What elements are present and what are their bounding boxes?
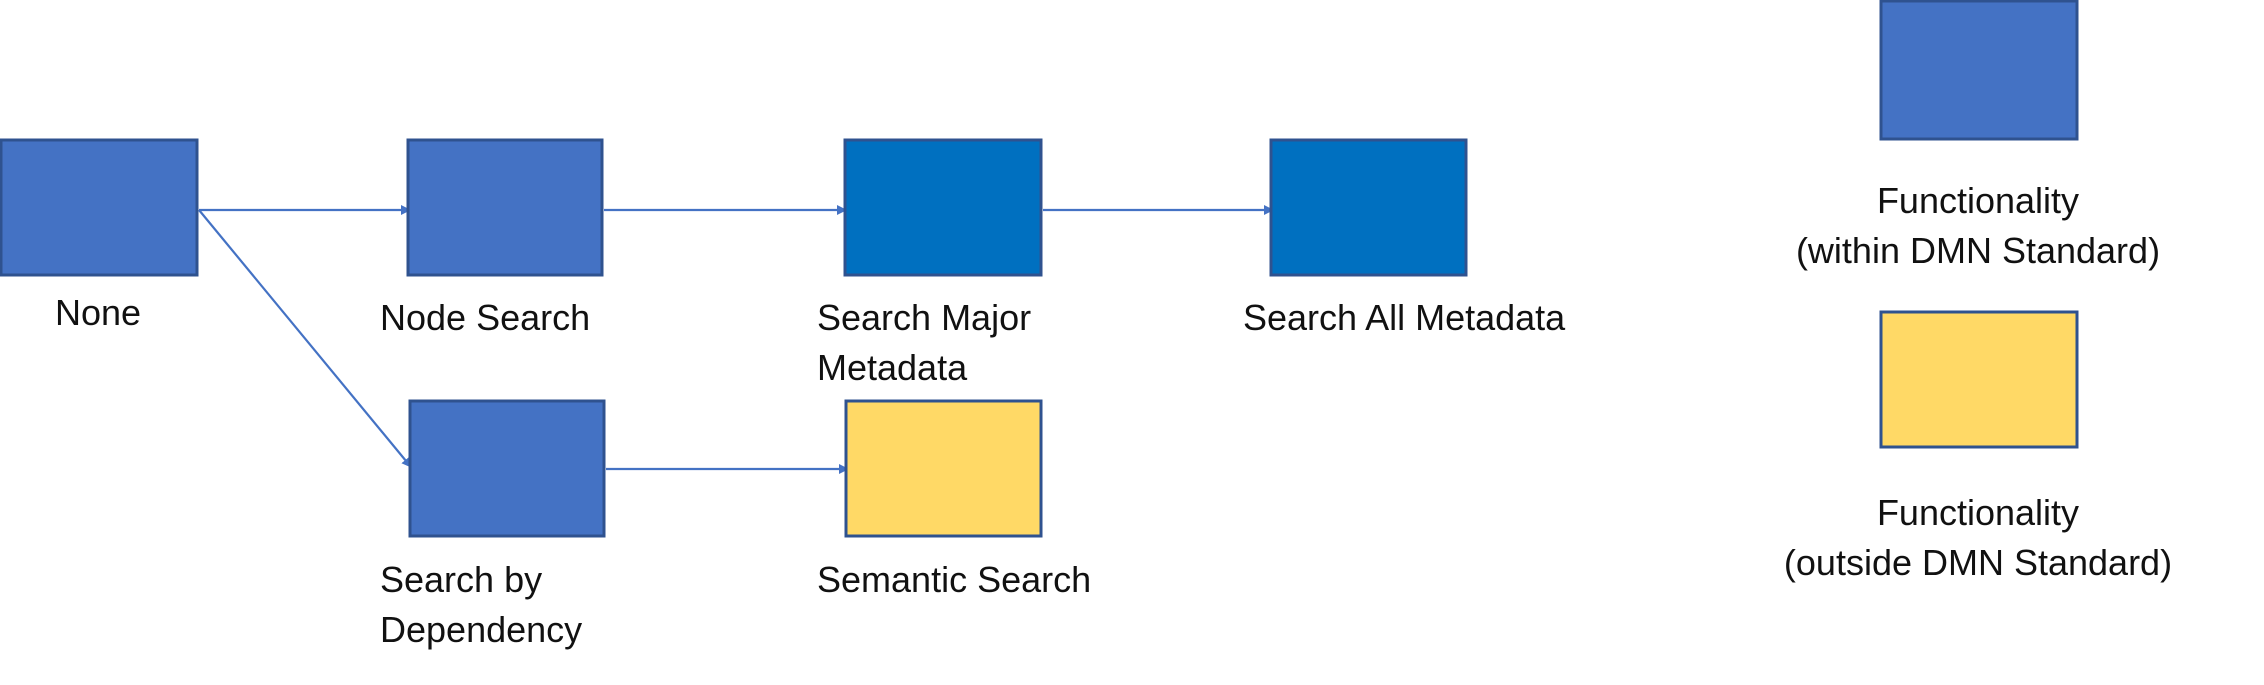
legend-outside-swatch [1879, 310, 2079, 449]
legend-within-swatch [1879, 0, 2079, 141]
legend-within-label-line1: Functionality [1877, 180, 2079, 221]
node-semantic-search-label: Semantic Search [817, 559, 1091, 600]
node-node-search-label: Node Search [380, 297, 590, 338]
node-search-major-metadata-label-line2: Metadata [817, 347, 968, 388]
edge-none-to-search-by-dependency [198, 209, 412, 468]
node-search-by-dependency-label-line1: Search by [380, 559, 542, 600]
legend-within-label-line2: (within DMN Standard) [1796, 230, 2160, 271]
node-search-all-metadata-box [1269, 138, 1468, 277]
legend-outside-label-line2: (outside DMN Standard) [1784, 542, 2172, 583]
node-search-all-metadata-label: Search All Metadata [1243, 297, 1566, 338]
node-search-major-metadata-label-line1: Search Major [817, 297, 1031, 338]
node-search-major-metadata-box [843, 138, 1043, 277]
node-none-label: None [55, 292, 141, 333]
legend-outside-label-line1: Functionality [1877, 492, 2079, 533]
node-search-by-dependency-box [408, 399, 606, 538]
node-none-box [0, 138, 199, 277]
node-search-by-dependency-label-line2: Dependency [380, 609, 582, 650]
node-semantic-search-box [844, 399, 1043, 538]
node-node-search-box [406, 138, 604, 277]
